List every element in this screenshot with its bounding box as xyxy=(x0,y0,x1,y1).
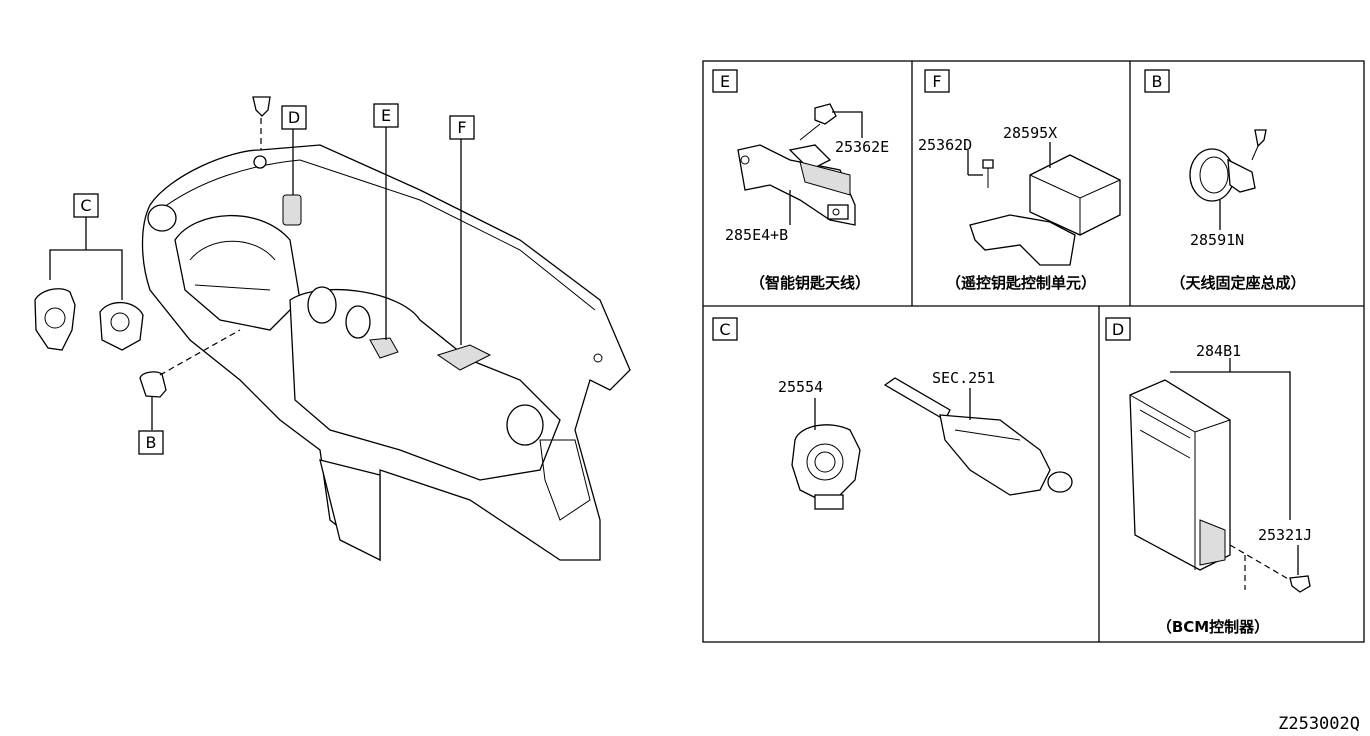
screw-icon xyxy=(982,159,994,169)
svg-text:E: E xyxy=(381,106,391,125)
part-number-284b1: 284B1 xyxy=(1196,342,1241,360)
panel-b-caption: （天线固定座总成） xyxy=(1170,274,1305,292)
panel-e-caption: （智能钥匙天线） xyxy=(750,274,870,292)
panel-f-letter: F xyxy=(932,72,941,91)
svg-text:F: F xyxy=(457,118,466,137)
panel-c-letter: C xyxy=(719,320,730,339)
reference-sec-251: SEC.251 xyxy=(932,369,995,387)
clip-icon xyxy=(252,96,271,117)
panel-f-caption: （遥控钥匙控制单元） xyxy=(946,274,1096,292)
part-number-285e4b: 285E4+B xyxy=(725,226,788,244)
callout-f: F xyxy=(449,115,475,140)
part-number-25362e: 25362E xyxy=(835,138,889,156)
panel-d: D 284B1 25321J （BCM控制器） xyxy=(1105,317,1312,636)
callout-d: D xyxy=(281,105,307,130)
svg-text:C: C xyxy=(80,196,91,215)
panel-e: E 25362E 285E4+B （智能钥匙天线） xyxy=(712,69,889,292)
bolt-icon xyxy=(1289,575,1311,593)
bcm-unit-marker xyxy=(282,194,302,226)
detail-grid xyxy=(702,60,1365,643)
part-number-25362d: 25362D xyxy=(918,136,972,154)
screw-icon xyxy=(1254,129,1267,148)
antenna-holder-overview xyxy=(139,329,241,430)
svg-text:D: D xyxy=(288,108,300,127)
remote-key-unit-marker xyxy=(436,344,492,371)
panel-d-caption: （BCM控制器） xyxy=(1157,618,1269,636)
panel-b-letter: B xyxy=(1152,72,1163,91)
part-number-28591n: 28591N xyxy=(1190,231,1244,249)
bolt-icon xyxy=(814,103,837,125)
panel-d-letter: D xyxy=(1112,320,1124,339)
panel-e-letter: E xyxy=(720,72,730,91)
panel-b: B 28591N （天线固定座总成） xyxy=(1144,69,1306,292)
panel-f: F 25362D 28595X （遥控钥匙控制单元） xyxy=(918,69,1121,292)
part-number-28595x: 28595X xyxy=(1003,124,1057,142)
part-number-25554: 25554 xyxy=(778,378,823,396)
antenna-marker xyxy=(369,337,399,359)
part-number-25321j: 25321J xyxy=(1258,526,1312,544)
dashboard-overview xyxy=(141,96,631,562)
svg-text:B: B xyxy=(146,433,157,452)
diagram-id: Z253002Q xyxy=(1278,714,1360,734)
callout-c: C xyxy=(73,193,99,218)
callout-b: B xyxy=(138,430,164,455)
combination-switch-parts-overview xyxy=(34,217,144,351)
callout-e: E xyxy=(373,103,399,128)
panel-c: C 25554 SEC.251 xyxy=(712,317,1073,510)
